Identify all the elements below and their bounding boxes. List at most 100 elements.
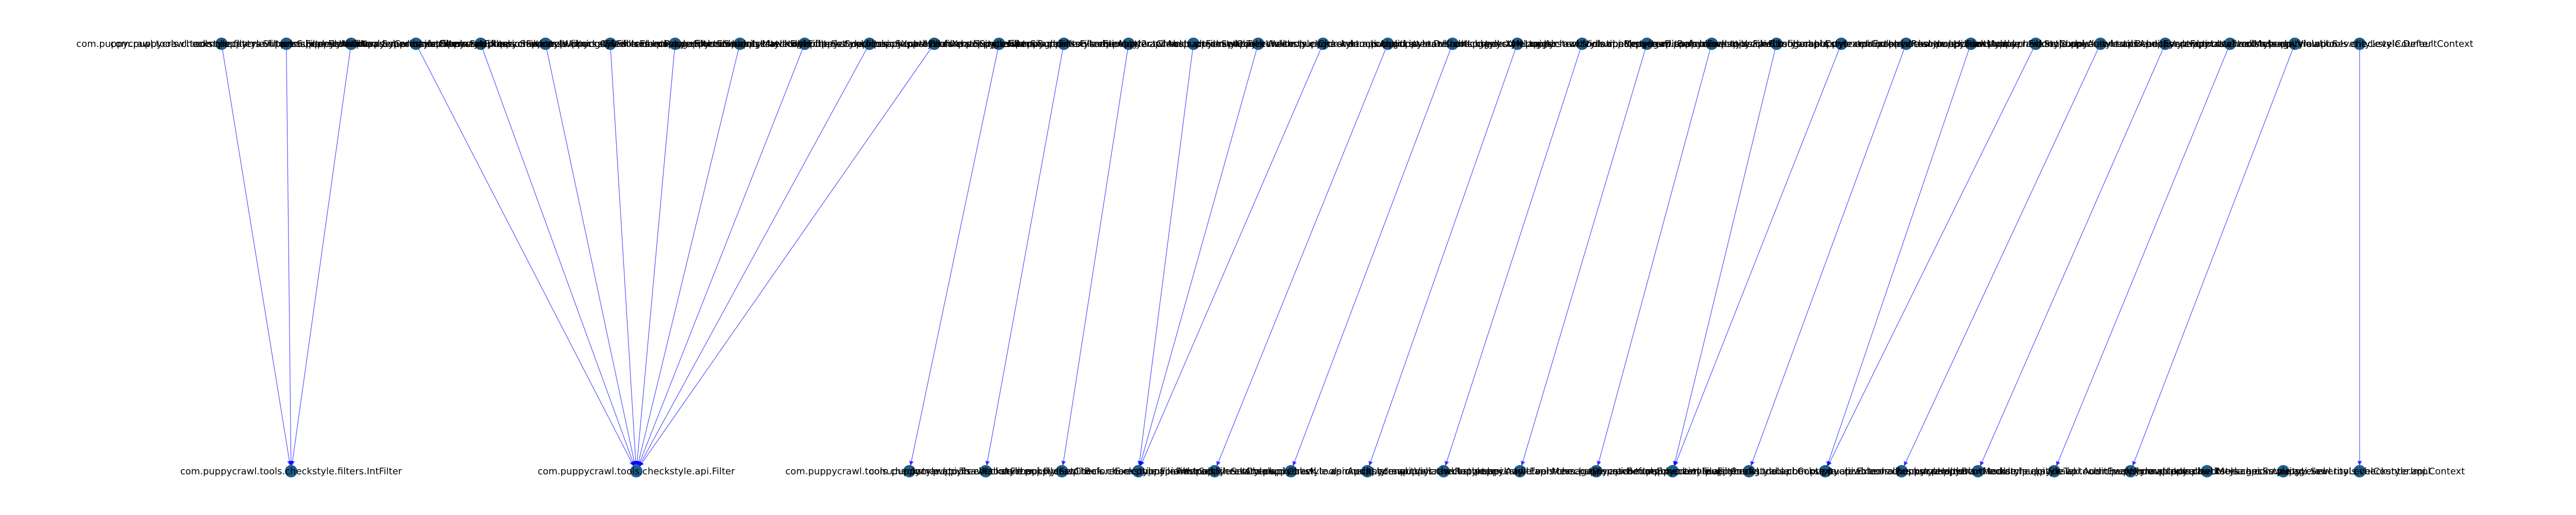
edge-t6-b2 [545,43,637,466]
node-t18 [1316,38,1329,50]
node-label-t21: com.puppycrawl.tools.checkstyle.api.Abst… [1370,39,1665,49]
node-t26 [1835,38,1848,50]
node-label-t1: com.puppycrawl.tools.checkstyle.filters.… [76,39,367,49]
node-b15 [1819,465,1832,477]
node-label-b20: com.puppycrawl.tools.checkstyle.api.Seve… [2089,466,2326,477]
node-t15 [1122,38,1135,50]
node-t34 [2353,38,2366,50]
edge-t24-b12 [1597,43,1712,466]
node-t3 [345,38,358,50]
edge-t17-b6 [1139,43,1259,466]
node-t22 [1575,38,1588,50]
node-label-b3: com.puppycrawl.tools.checkstyle.api.Tree… [785,466,1033,477]
node-b4 [979,465,992,477]
node-t6 [539,38,552,50]
edges-layer [221,43,2362,467]
node-t16 [1187,38,1200,50]
node-b22 [2353,465,2366,477]
node-label-t16: com.puppycrawl.tools.checkstyle.TreeWalk… [1090,39,1298,49]
edge-t7-b2 [609,43,638,466]
node-label-b6: com.puppycrawl.tools.checkstyle.api.Abst… [1002,466,1275,477]
node-b13 [1666,465,1679,477]
edge-t5-b2 [480,43,635,466]
node-label-t3: com.puppycrawl.tools.checkstyle.filters.… [195,39,507,49]
node-t27 [1900,38,1912,50]
node-label-b19: com.puppycrawl.tools.checkstyle.api.Loca… [1999,466,2262,477]
node-label-t2: com.puppycrawl.tools.checkstyle.filters.… [110,39,463,49]
node-label-t33: com.puppycrawl.tools.checkstyle.api.Seve… [2158,39,2432,49]
node-t9 [734,38,747,50]
node-b6 [1132,465,1145,477]
node-label-b11: com.puppycrawl.tools.checkstyle.api.Mess… [1377,466,1663,477]
edge-t32-b18 [2056,43,2230,466]
edge-t33-b19 [2132,43,2295,466]
nodes-layer [215,38,2366,477]
node-label-t19: com.puppycrawl.tools.checkstyle.DefaultL… [1276,39,1499,49]
edge-t26-b13 [1674,43,1842,466]
node-label-t23: com.puppycrawl.tools.checkstyle.api.Befo… [1503,39,1792,49]
edge-t31-b17 [1980,43,2166,466]
node-b14 [1742,465,1755,477]
node-t32 [2224,38,2236,50]
node-t25 [1770,38,1783,50]
edge-t13-b3 [909,43,999,466]
edge-t27-b14 [1750,43,1907,466]
node-label-t12: com.puppycrawl.tools.checkstyle.filters.… [787,39,1081,49]
edge-t28-b15 [1826,43,1971,466]
node-t29 [2029,38,2042,50]
edge-t14-b4 [985,43,1064,466]
node-t4 [410,38,422,50]
node-t11 [863,38,876,50]
node-t24 [1705,38,1718,50]
node-label-t17: com.puppycrawl.tools.checkstyle.Checker [1161,39,1356,49]
node-t21 [1511,38,1524,50]
node-t23 [1640,38,1653,50]
node-label-b15: com.puppycrawl.tools.checkstyle.api.Exte… [1682,466,1968,477]
node-label-t29: com.puppycrawl.tools.checkstyle.api.Auto… [1913,39,2158,49]
node-label-t24: com.puppycrawl.tools.checkstyle.api.Conf… [1595,39,1828,49]
node-label-t7: com.puppycrawl.tools.checkstyle.filters.… [466,39,755,49]
edge-t10-b2 [638,43,805,466]
node-label-t18: com.puppycrawl.tools.checkstyle.api.Audi… [1205,39,1441,49]
node-b11 [1514,465,1527,477]
edge-t22-b10 [1445,43,1583,466]
node-label-t34: com.puppycrawl.tools.checkstyle.DefaultC… [2246,39,2473,49]
node-b1 [285,465,297,477]
node-label-t13: com.puppycrawl.tools.checkstyle.filters.… [851,39,1147,49]
node-label-b16: com.puppycrawl.tools.checkstyle.api.Root… [1787,466,2016,477]
node-t1 [215,38,228,50]
node-label-t14: com.puppycrawl.tools.checkstyle.api.Abst… [943,39,1185,49]
node-label-t28: com.puppycrawl.tools.checkstyle.api.File… [1854,39,2088,49]
node-t17 [1252,38,1265,50]
node-b8 [1284,465,1297,477]
node-b20 [2200,465,2213,477]
node-t19 [1381,38,1394,50]
edge-t2-b1 [286,43,294,466]
node-b10 [1437,465,1450,477]
edge-t9-b2 [636,43,740,466]
edge-t25-b13 [1673,43,1777,466]
node-label-t9: com.puppycrawl.tools.checkstyle.api.Filt… [634,39,846,49]
node-t14 [1057,38,1070,50]
node-label-b8: com.puppycrawl.tools.checkstyle.api.Audi… [1173,466,1409,477]
node-b12 [1590,465,1603,477]
node-label-t11: com.puppycrawl.tools.checkstyle.filters.… [708,39,1031,49]
node-t2 [280,38,293,50]
edge-t4-b2 [415,43,634,467]
node-b16 [1895,465,1908,477]
node-b17 [1972,465,1985,477]
node-label-b13: com.puppycrawl.tools.checkstyle.api.Conf… [1556,466,1789,477]
edge-t29-b15 [1827,43,2036,467]
node-label-b17: com.puppycrawl.tools.checkstyle.api.File… [1874,466,2082,477]
node-b9 [1361,465,1374,477]
edge-t8-b2 [635,43,675,466]
edge-t11-b2 [639,43,870,467]
node-t10 [798,38,811,50]
node-t20 [1446,38,1459,50]
edge-t1-b1 [221,43,292,466]
node-label-t8: com.puppycrawl.tools.checkstyle.filters.… [537,39,813,49]
node-label-b18: com.puppycrawl.tools.checkstyle.api.Audi… [1909,466,2200,477]
node-b21 [2277,465,2290,477]
edge-t19-b7 [1216,43,1388,466]
